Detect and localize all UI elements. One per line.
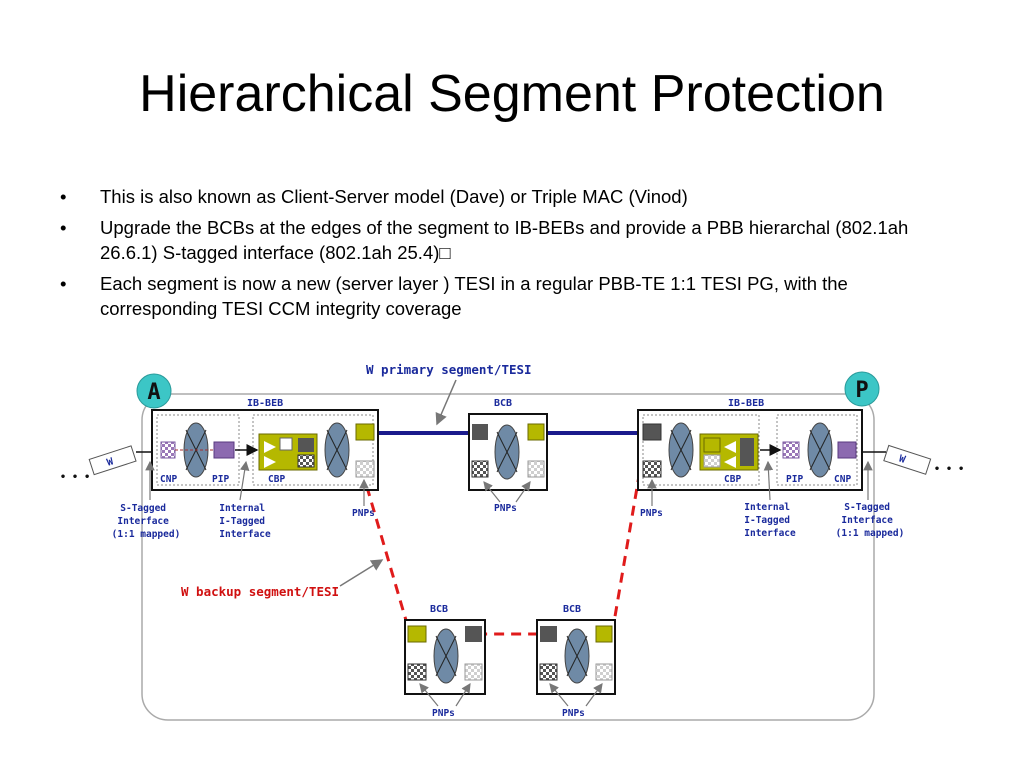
bullet-dot: • [60, 217, 67, 238]
bullet-list: • This is also known as Client-Server mo… [60, 184, 960, 327]
bcb-top: BCB [468, 398, 548, 491]
left-w-label: W [106, 456, 116, 469]
i-tagged-label-right: Internal I-Tagged Interface [744, 502, 796, 539]
ib-beb-right-label: IB-BEB [728, 398, 764, 409]
bullet-item: • This is also known as Client-Server mo… [60, 184, 960, 209]
cbp-label-left: CBP [268, 474, 285, 485]
pnps-label-top-bcb: PNPs [494, 503, 517, 514]
pnps-pointer [515, 481, 531, 503]
bullet-dot: • [60, 186, 67, 207]
ib-beb-left: IB-BEB CNP PIP CBP [151, 398, 379, 491]
i-tagged-label-left: Internal I-Tagged Interface [219, 503, 271, 540]
left-ellipsis: • • • [60, 472, 90, 483]
cbp-label-right: CBP [724, 474, 741, 485]
node-a-label: A [147, 380, 160, 405]
backup-segment-line [360, 469, 642, 636]
right-w-label: W [897, 454, 907, 467]
backup-label-pointer [339, 559, 384, 587]
bcb-bottom-left: BCB [404, 604, 486, 695]
pnps-pointer [455, 682, 471, 707]
bcb-bottom-right: BCB [536, 604, 616, 695]
bcb-bottom-left-label: BCB [430, 604, 448, 615]
s-tagged-label-right: S-Tagged Interface (1:1 mapped) [836, 502, 905, 539]
pip-label-left: PIP [212, 474, 229, 485]
pnps-pointer [585, 683, 603, 707]
left-w-tag: W [88, 445, 137, 476]
pnps-label-right-beb: PNPs [640, 508, 663, 519]
ib-beb-right: IB-BEB CBP PIP CNP [637, 398, 863, 491]
bullet-text: Upgrade the BCBs at the edges of the seg… [100, 217, 909, 263]
domain-frame [141, 393, 875, 721]
bullet-dot: • [60, 273, 67, 294]
primary-label-pointer [435, 379, 457, 426]
node-p-label: P [855, 378, 868, 403]
backup-segment-label: W backup segment/TESI [181, 584, 339, 599]
right-ellipsis: • • • [934, 464, 964, 475]
pnps-label-bottom-left: PNPs [432, 708, 455, 719]
ib-beb-left-label: IB-BEB [247, 398, 283, 409]
pnps-pointer [549, 683, 569, 707]
pip-label-right: PIP [786, 474, 803, 485]
primary-segment-label: W primary segment/TESI [366, 362, 532, 377]
pnps-pointer [419, 683, 439, 707]
right-w-tag: W [883, 444, 932, 475]
bullet-item: • Upgrade the BCBs at the edges of the s… [60, 215, 960, 265]
bullet-item: • Each segment is now a new (server laye… [60, 271, 960, 321]
bcb-top-label: BCB [494, 398, 512, 409]
cnp-label-right: CNP [834, 474, 851, 485]
bcb-bottom-right-label: BCB [563, 604, 581, 615]
cnp-label-left: CNP [160, 474, 177, 485]
pnps-pointer [483, 481, 501, 503]
node-a-circle [136, 373, 172, 409]
node-p-circle [844, 371, 880, 407]
pnps-label-bottom-right: PNPs [562, 708, 585, 719]
s-tagged-label-left: S-Tagged Interface (1:1 mapped) [112, 503, 181, 540]
bullet-text: This is also known as Client-Server mode… [100, 186, 688, 207]
missing-glyph-box: □ [439, 242, 451, 263]
bullet-text: Each segment is now a new (server layer … [100, 273, 848, 319]
pnps-label-left-beb: PNPs [352, 508, 375, 519]
i-tagged-pointer-right [763, 460, 774, 501]
i-tagged-pointer-left [239, 460, 250, 501]
slide-title: Hierarchical Segment Protection [139, 65, 885, 123]
